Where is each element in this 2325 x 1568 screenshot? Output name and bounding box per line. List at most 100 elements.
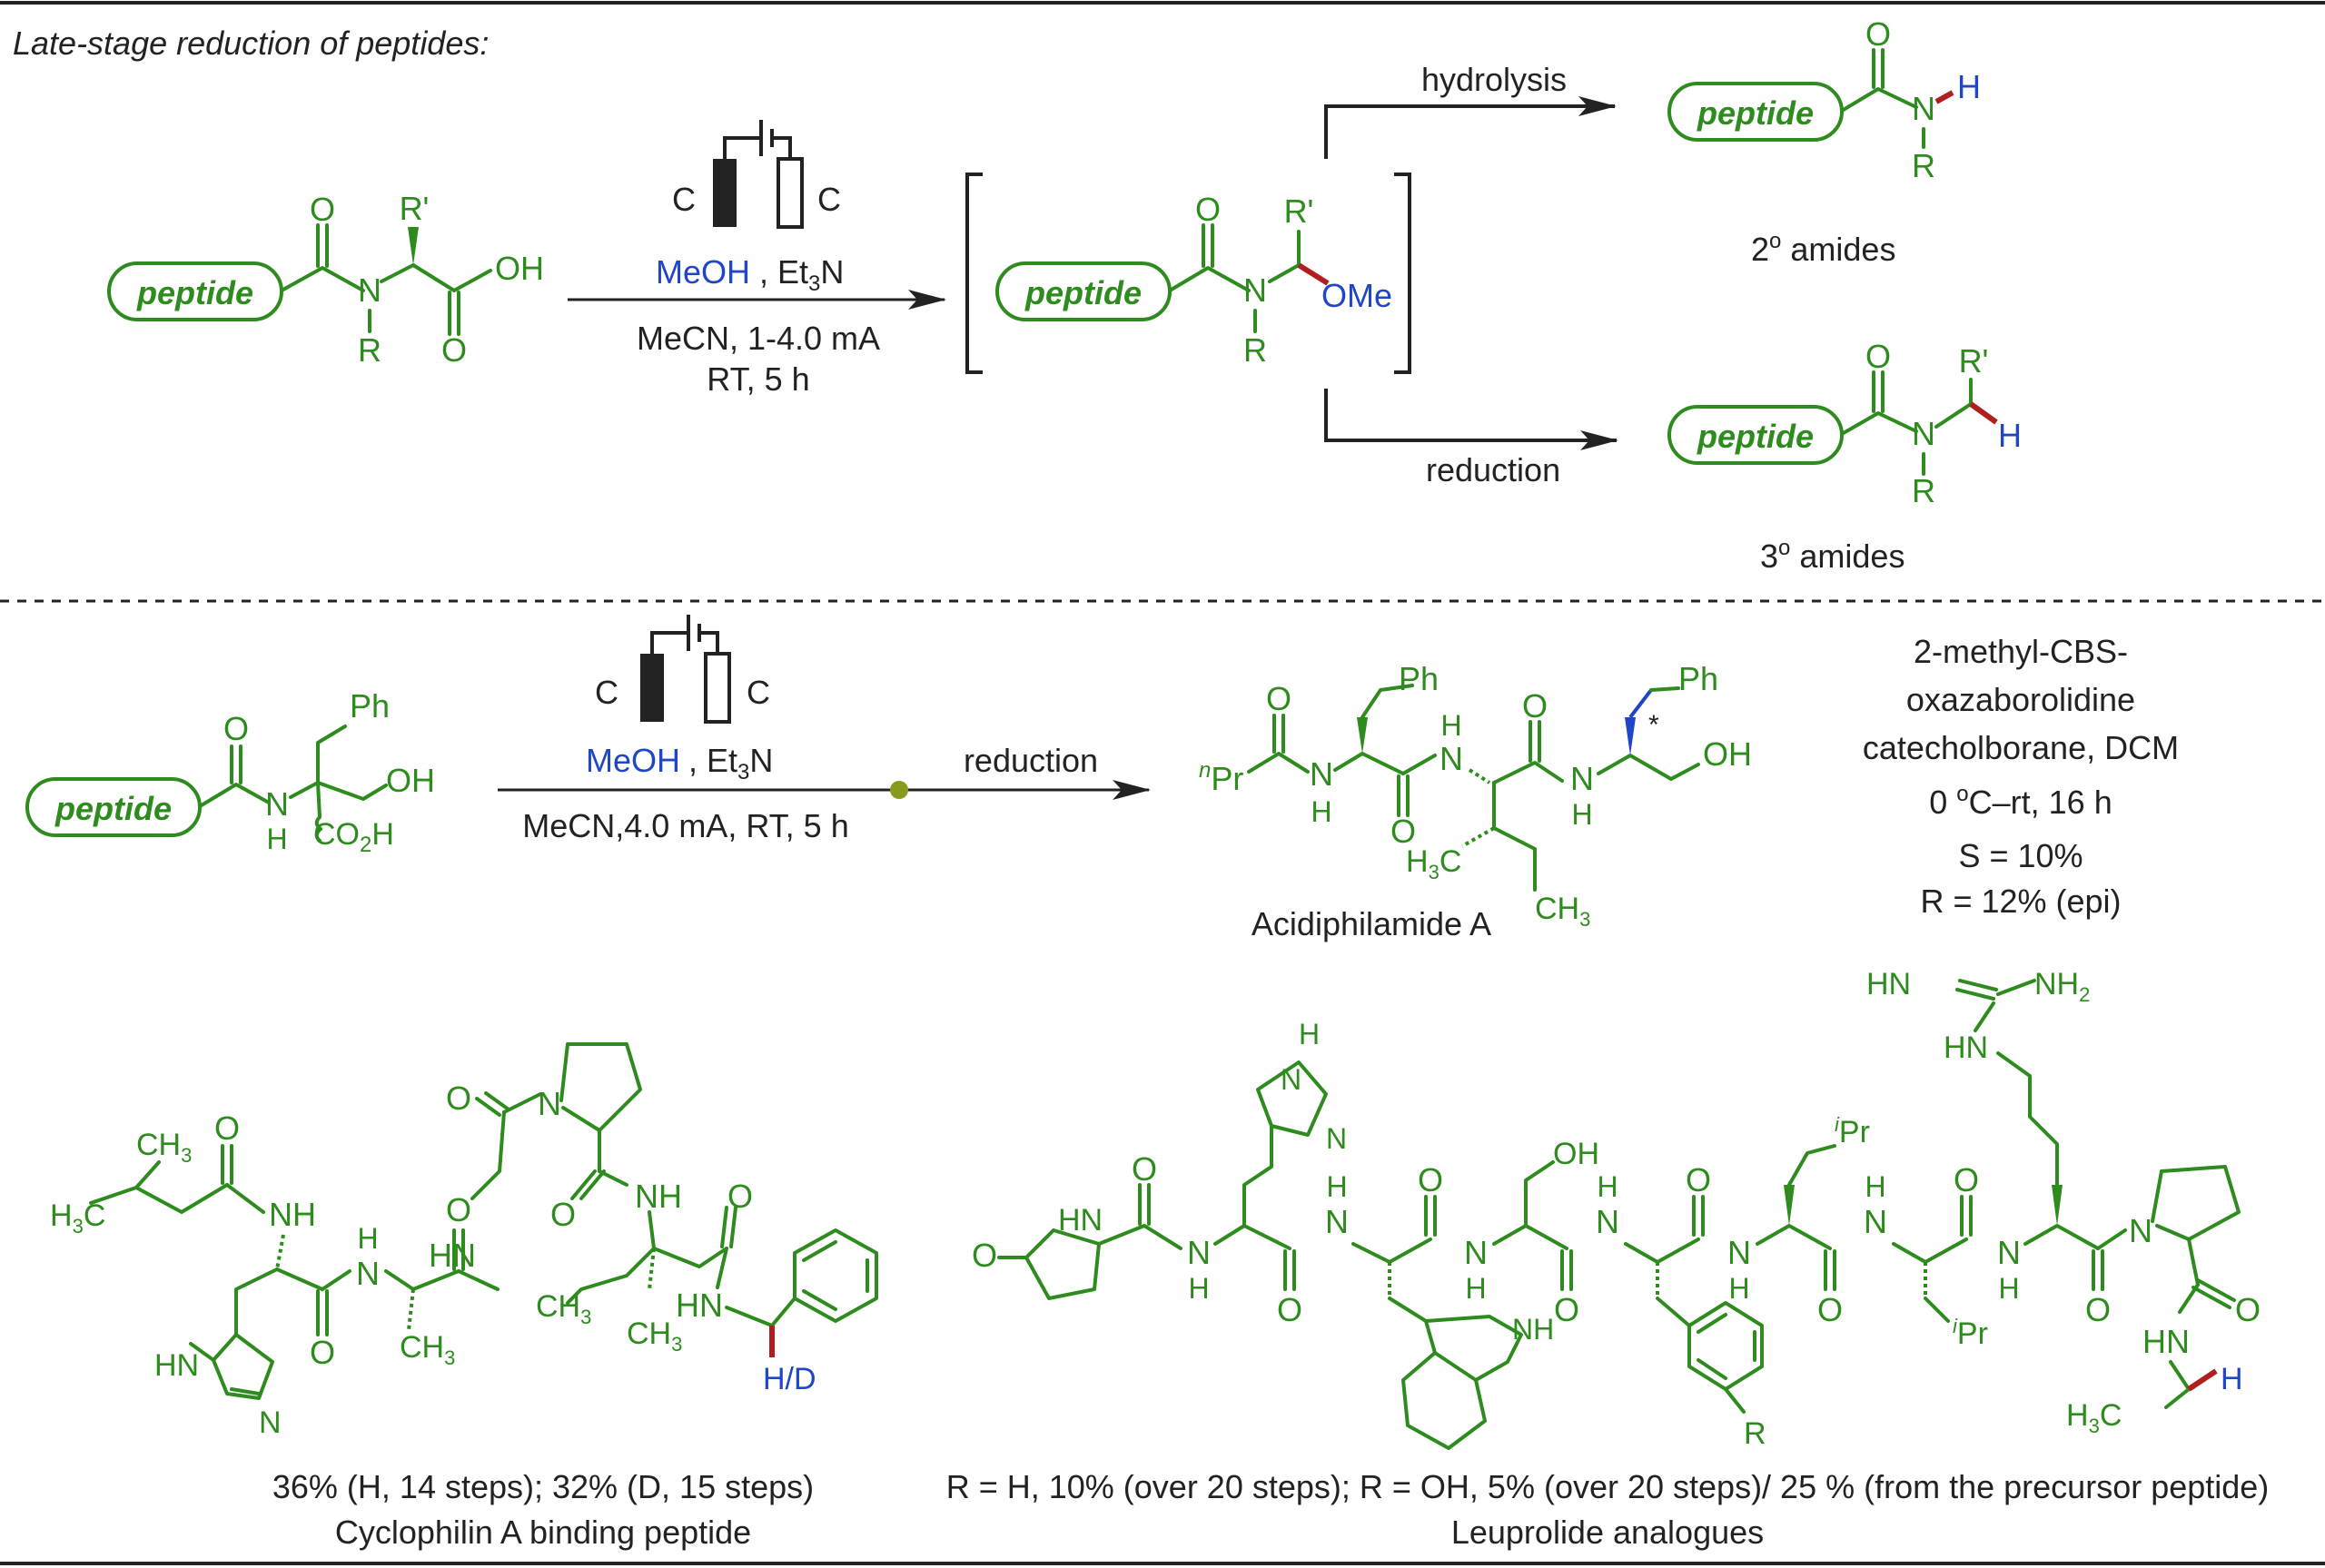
- svg-text:H: H: [2221, 1362, 2243, 1396]
- svg-text:H3C: H3C: [50, 1198, 105, 1238]
- svg-text:HN: HN: [154, 1348, 199, 1383]
- svg-text:O: O: [1266, 680, 1291, 717]
- svg-text:iPr: iPr: [1953, 1315, 1988, 1351]
- cyclophilin-name: Cyclophilin A binding peptide: [335, 1514, 751, 1551]
- svg-text:HN: HN: [1866, 967, 1911, 1001]
- svg-text:*: *: [1648, 710, 1659, 740]
- svg-text:N: N: [1464, 1234, 1488, 1271]
- svg-text:O: O: [1418, 1161, 1443, 1198]
- svg-text:R: R: [1744, 1416, 1766, 1451]
- svg-text:C: C: [672, 181, 696, 218]
- tertiary-amide-label: 3o amides: [1760, 536, 1905, 575]
- svg-text:O: O: [446, 1080, 471, 1117]
- svg-text:O: O: [1686, 1161, 1711, 1198]
- svg-text:HN: HN: [1944, 1031, 1988, 1065]
- svg-text:H: H: [1998, 417, 2022, 454]
- mid-starting-material: peptide O N H Ph OH CO2H: [25, 687, 435, 857]
- svg-text:HN: HN: [429, 1237, 476, 1274]
- top-starting-material: peptide O N R R' OH O: [107, 190, 544, 369]
- leuprolide-yield: R = H, 10% (over 20 steps); R = OH, 5% (…: [946, 1468, 2270, 1505]
- svg-text:S = 10%: S = 10%: [1958, 837, 2083, 874]
- leuprolide-structure: O HN O N H H N N O N H NH O N H OH O N H: [972, 967, 2261, 1451]
- svg-text:N: N: [1912, 90, 1935, 127]
- svg-text:CH3: CH3: [400, 1330, 455, 1369]
- svg-text:O: O: [1132, 1150, 1157, 1188]
- cbs-conditions: 2-methyl-CBS- oxazaborolidine catecholbo…: [1863, 633, 2179, 920]
- svg-text:N: N: [1912, 415, 1935, 452]
- svg-text:H: H: [1597, 1170, 1618, 1203]
- svg-text:O: O: [1865, 338, 1891, 375]
- svg-text:H3C: H3C: [2066, 1398, 2122, 1437]
- svg-text:0 oC–rt, 16 h: 0 oC–rt, 16 h: [1929, 782, 2112, 821]
- peptide-label: peptide: [136, 274, 253, 311]
- svg-text:H: H: [1299, 1018, 1320, 1050]
- svg-text:O: O: [2235, 1291, 2261, 1328]
- svg-text:H: H: [1188, 1272, 1209, 1305]
- svg-text:peptide: peptide: [1697, 418, 1814, 455]
- svg-text:O: O: [727, 1178, 753, 1215]
- svg-text:Ph: Ph: [350, 687, 390, 725]
- svg-text:O: O: [446, 1191, 471, 1228]
- electrochemical-cell-icon-mid: [640, 615, 731, 724]
- svg-text:OH: OH: [495, 250, 544, 287]
- svg-text:Ph: Ph: [1399, 660, 1439, 697]
- svg-text:R: R: [1912, 147, 1935, 184]
- svg-text:O: O: [310, 191, 335, 228]
- svg-text:N: N: [1440, 740, 1463, 777]
- svg-text:N: N: [1864, 1203, 1887, 1240]
- svg-text:O: O: [441, 331, 467, 369]
- electrochemical-cell-icon: [713, 120, 804, 229]
- svg-text:OH: OH: [386, 762, 435, 799]
- svg-text:peptide: peptide: [1024, 274, 1142, 311]
- svg-text:MeOH: MeOH: [586, 742, 680, 779]
- svg-text:CH3: CH3: [627, 1317, 682, 1356]
- svg-text:H: H: [357, 1222, 378, 1255]
- intermediate: peptide O N R R' OMe: [965, 173, 1411, 374]
- svg-text:O: O: [972, 1237, 997, 1274]
- svg-text:H: H: [1311, 795, 1331, 828]
- svg-text:N: N: [265, 785, 289, 823]
- svg-text:, Et3N: , Et3N: [688, 742, 773, 784]
- cyclophilin-structure: CH3 H3C O NH HN N O N H CH3 O HN O N O: [50, 1042, 878, 1440]
- svg-text:CO2H: CO2H: [313, 817, 394, 857]
- scheme-title: Late-stage reduction of peptides:: [13, 25, 489, 62]
- secondary-amide-product: peptide O N H R: [1667, 15, 1981, 184]
- svg-text:MeCN,4.0 mA, RT, 5 h: MeCN,4.0 mA, RT, 5 h: [522, 807, 848, 844]
- svg-text:N: N: [1243, 271, 1267, 309]
- secondary-amide-label: 2o amides: [1751, 229, 1895, 268]
- svg-text:CH3: CH3: [1535, 892, 1590, 931]
- cyclophilin-yield: 36% (H, 14 steps); 32% (D, 15 steps): [272, 1468, 814, 1505]
- svg-text:O: O: [550, 1196, 576, 1233]
- svg-text:O: O: [1954, 1161, 1979, 1198]
- svg-text:H3C: H3C: [1406, 844, 1461, 883]
- svg-text:O: O: [1817, 1291, 1843, 1328]
- leuprolide-name: Leuprolide analogues: [1451, 1514, 1764, 1551]
- svg-text:H: H: [1865, 1170, 1885, 1203]
- svg-text:HN: HN: [1058, 1203, 1103, 1238]
- svg-text:H: H: [1571, 798, 1592, 831]
- svg-text:OH: OH: [1553, 1137, 1599, 1171]
- svg-text:R: R: [1912, 472, 1935, 509]
- svg-text:H: H: [1957, 68, 1981, 105]
- svg-text:R': R': [1959, 342, 1989, 380]
- svg-text:H: H: [1728, 1272, 1749, 1305]
- svg-text:CH3: CH3: [536, 1289, 591, 1328]
- intermediate-dot: [890, 781, 908, 799]
- svg-text:Ph: Ph: [1678, 660, 1718, 697]
- svg-text:NH: NH: [269, 1196, 316, 1233]
- svg-text:MeCN, 1-4.0 mA: MeCN, 1-4.0 mA: [637, 320, 880, 357]
- svg-text:N: N: [2129, 1212, 2152, 1249]
- svg-text:O: O: [1390, 813, 1416, 850]
- svg-text:H: H: [1465, 1272, 1486, 1305]
- svg-text:iPr: iPr: [1835, 1113, 1870, 1149]
- svg-text:N: N: [1596, 1203, 1619, 1240]
- svg-text:C: C: [817, 181, 841, 218]
- svg-text:RT, 5 h: RT, 5 h: [707, 360, 809, 398]
- svg-text:C: C: [747, 674, 770, 711]
- svg-text:peptide: peptide: [1697, 94, 1814, 132]
- svg-text:O: O: [1277, 1291, 1302, 1328]
- svg-text:R': R': [400, 190, 430, 227]
- svg-text:OH: OH: [1703, 735, 1752, 773]
- svg-text:H: H: [266, 823, 287, 855]
